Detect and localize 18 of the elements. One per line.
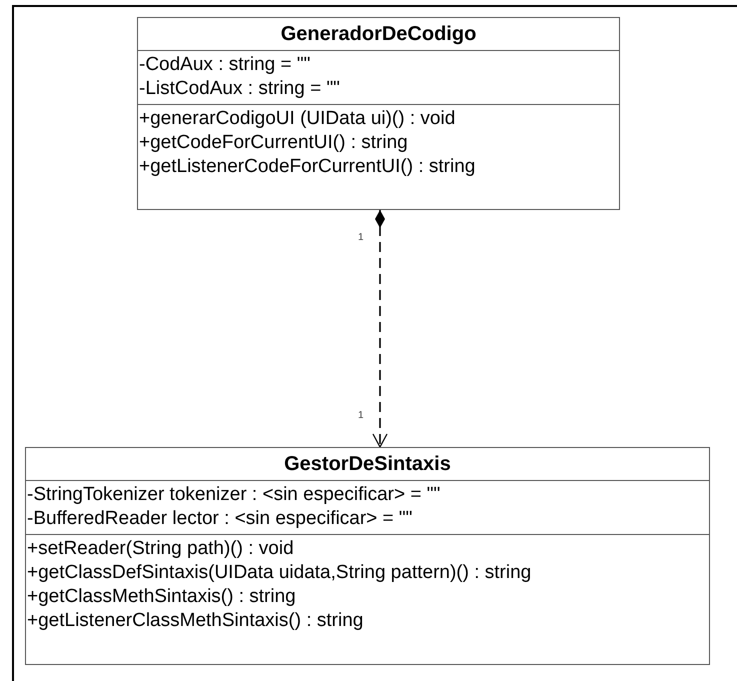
attribute-text: -BufferedReader lector : <sin especificar> = "" — [27, 507, 414, 531]
attribute-text: -ListCodAux : string = "" — [139, 77, 341, 101]
method-text: +getCodeForCurrentUI() : string — [139, 131, 409, 155]
multiplicity-label: 1 — [358, 232, 364, 243]
method-text: +setReader(String path)() : void — [27, 537, 295, 561]
method-text: +getClassMethSintaxis() : string — [27, 585, 297, 609]
composition-arrow — [372, 210, 388, 448]
attribute-text: -StringTokenizer tokenizer : <sin especificar> = "" — [27, 483, 442, 507]
class-box — [137, 17, 620, 210]
multiplicity-label: 1 — [358, 410, 364, 421]
attribute-text: -CodAux : string = "" — [139, 53, 312, 77]
method-text: +getListenerClassMethSintaxis() : string — [27, 609, 364, 633]
class-name: GestorDeSintaxis — [283, 452, 452, 477]
method-text: +getListenerCodeForCurrentUI() : string — [139, 155, 476, 179]
class-name: GeneradorDeCodigo — [280, 22, 478, 47]
method-text: +getClassDefSintaxis(UIData uidata,String pattern)() : string — [27, 561, 532, 585]
method-text: +generarCodigoUI (UIData ui)() : void — [139, 107, 456, 131]
class-box — [25, 447, 710, 665]
